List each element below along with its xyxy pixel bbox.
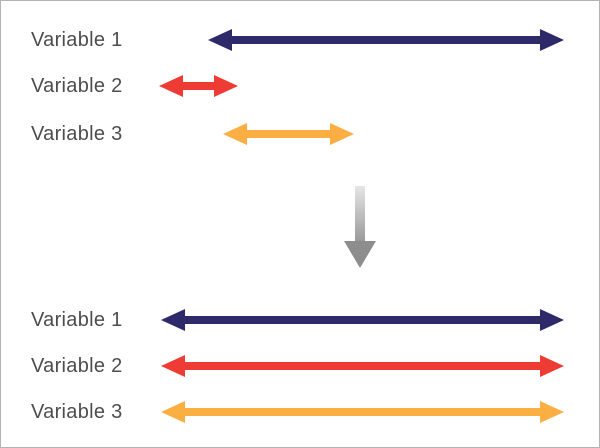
arrow-left-head-icon [161, 355, 185, 377]
arrow-left-head-icon [159, 75, 183, 97]
variable-range-arrow [208, 29, 564, 51]
arrow-shaft [247, 130, 330, 138]
arrow-left-head-icon [161, 309, 185, 331]
variable-label: Variable 2 [31, 75, 123, 97]
arrow-right-head-icon [330, 123, 354, 145]
variable-range-arrow [161, 355, 564, 377]
arrow-right-head-icon [540, 401, 564, 423]
arrow-shaft [183, 82, 214, 90]
variable-label: Variable 3 [31, 401, 123, 423]
variable-label: Variable 3 [31, 123, 123, 145]
arrow-right-head-icon [540, 355, 564, 377]
down-arrow-icon [344, 186, 376, 268]
arrow-right-head-icon [214, 75, 238, 97]
variable-label: Variable 2 [31, 355, 123, 377]
arrow-left-head-icon [208, 29, 232, 51]
variable-range-arrow [161, 309, 564, 331]
arrow-shaft [185, 362, 540, 370]
variable-label: Variable 1 [31, 29, 123, 51]
variable-range-arrow [161, 401, 564, 423]
arrow-left-head-icon [161, 401, 185, 423]
arrow-shaft [185, 316, 540, 324]
down-arrow-shaft [355, 186, 365, 241]
variable-range-arrow [159, 75, 238, 97]
variable-label: Variable 1 [31, 309, 123, 331]
arrow-left-head-icon [223, 123, 247, 145]
arrow-shaft [185, 408, 540, 416]
arrow-right-head-icon [540, 29, 564, 51]
arrow-right-head-icon [540, 309, 564, 331]
variable-range-arrow [223, 123, 354, 145]
arrow-shaft [232, 36, 540, 44]
down-arrow-head [344, 241, 376, 268]
